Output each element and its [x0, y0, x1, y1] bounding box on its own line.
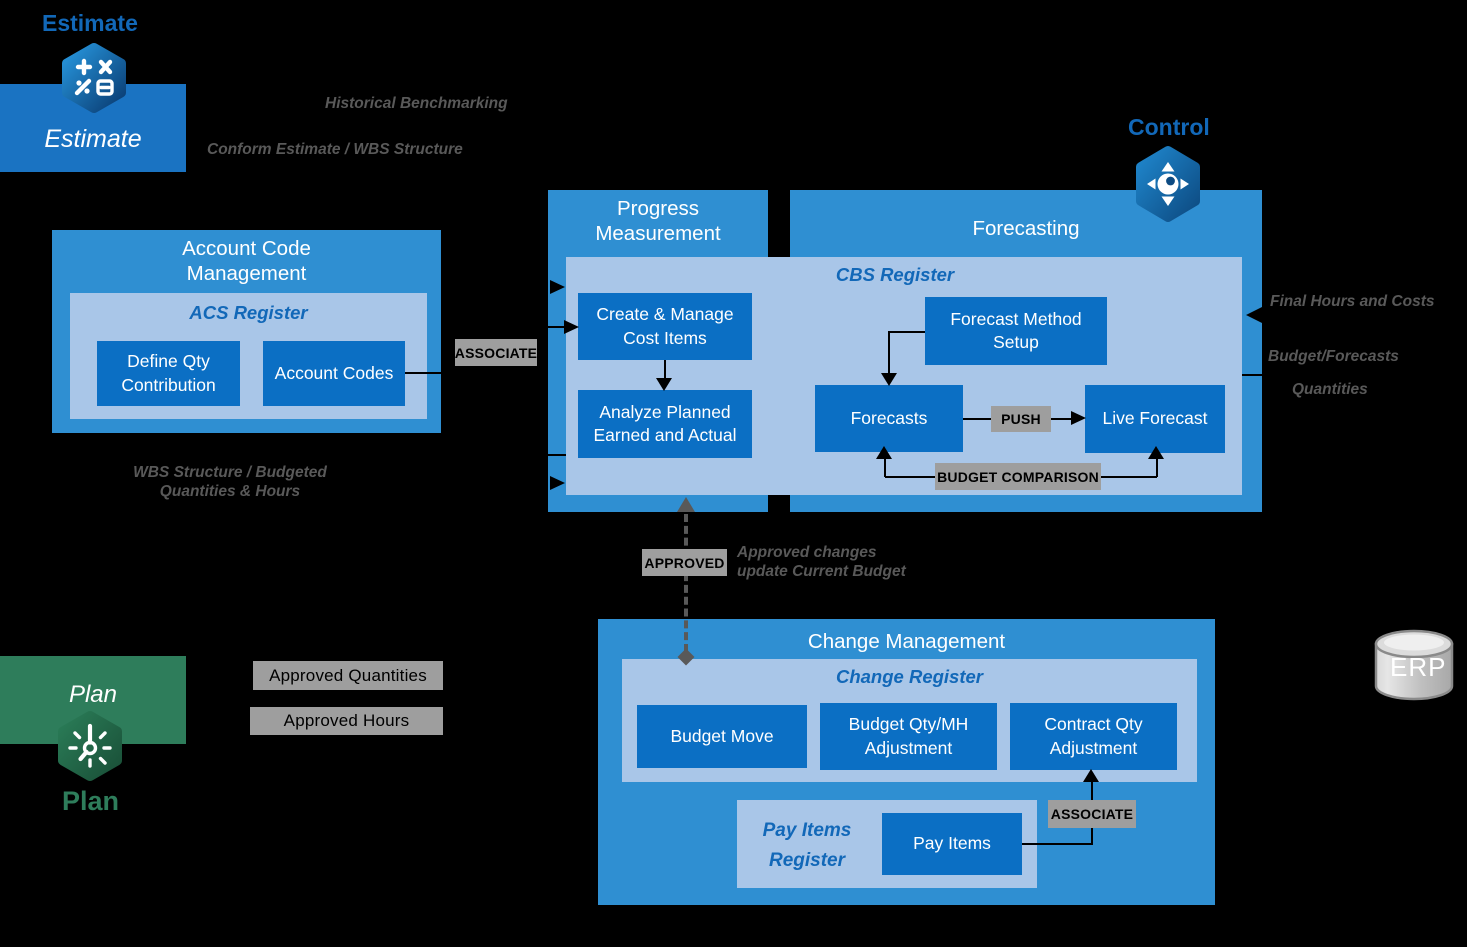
arrow-up-icon	[1083, 769, 1099, 782]
connector-budget-forecasts-stub	[1242, 374, 1262, 376]
connector-push-left-line	[963, 418, 991, 420]
connector-approved-hours-stub	[242, 720, 250, 722]
connector-bc-right-vertical	[1156, 459, 1158, 477]
connector-wbs-stub-line	[548, 454, 566, 456]
define-qty-contribution-box: Define Qty Contribution	[97, 341, 240, 406]
historical-benchmarking-annotation: Historical Benchmarking	[325, 95, 508, 112]
budget-forecasts-annotation: Budget/Forecasts	[1268, 348, 1399, 365]
cbs-register-label: CBS Register	[835, 264, 955, 285]
connector-fms-horizontal	[889, 331, 925, 333]
wbs-structure-annotation: WBS Structure / Budgeted Quantities & Ho…	[133, 464, 327, 500]
erp-label: ERP	[1390, 652, 1447, 682]
associate-label-pay-items: ASSOCIATE	[1048, 800, 1136, 828]
approved-label: APPROVED	[642, 549, 727, 576]
arrow-right-icon	[1071, 411, 1086, 425]
erp-database-icon	[1374, 629, 1454, 701]
arrow-down-icon	[881, 373, 897, 386]
associate-label-account-codes: ASSOCIATE	[455, 339, 537, 366]
arrow-right-icon	[550, 280, 565, 294]
arrow-up-icon	[1148, 446, 1164, 459]
arrow-right-icon	[550, 476, 565, 490]
arrow-left-icon	[1246, 307, 1262, 323]
connector-approved-quantities-stub	[245, 674, 253, 676]
arrow-up-gray-icon	[677, 497, 695, 512]
change-register-label: Change Register	[835, 666, 983, 687]
push-label: PUSH	[991, 406, 1051, 432]
connector-pay-items-horizontal	[1022, 843, 1093, 845]
estimate-banner-label: Estimate	[44, 124, 142, 153]
budget-comparison-label: BUDGET COMPARISON	[935, 463, 1101, 490]
change-management-title: Change Management	[807, 630, 1006, 653]
estimate-heading: Estimate	[42, 10, 138, 36]
forecast-method-setup-box: Forecast Method Setup	[925, 297, 1107, 365]
account-code-management-title: Account Code Management	[182, 237, 311, 285]
acs-register-label: ACS Register	[189, 302, 308, 323]
control-pan-hexagon-icon	[1136, 146, 1200, 222]
approved-changes-annotation: Approved changes update Current Budget	[737, 544, 906, 580]
connector-bc-left-vertical	[884, 459, 886, 477]
connector-fms-vertical	[888, 331, 890, 373]
connector-account-codes-associate	[405, 372, 455, 374]
connector-create-to-analyze-line	[664, 360, 666, 378]
plan-clock-hexagon-icon	[58, 711, 122, 781]
arrow-right-icon	[564, 320, 579, 334]
estimate-calculator-hexagon-icon	[62, 43, 126, 113]
budget-move-box: Budget Move	[637, 705, 807, 768]
approved-hours-label: Approved Hours	[250, 707, 443, 735]
forecasts-box: Forecasts	[815, 385, 963, 452]
quantities-annotation: Quantities	[1292, 381, 1368, 398]
pay-items-box: Pay Items	[882, 813, 1022, 875]
final-hours-annotation: Final Hours and Costs	[1270, 293, 1435, 310]
progress-measurement-title: Progress Measurement	[595, 197, 721, 245]
contract-qty-adjustment-box: Contract Qty Adjustment	[1010, 703, 1177, 770]
connector-push-right-line	[1051, 418, 1071, 420]
arrow-up-icon	[876, 446, 892, 459]
connector-into-create-line	[534, 326, 564, 328]
control-heading: Control	[1128, 114, 1210, 140]
forecasting-title: Forecasting	[972, 217, 1080, 240]
live-forecast-box: Live Forecast	[1085, 385, 1225, 453]
pay-items-register-label: Pay Items Register	[762, 820, 852, 871]
conform-estimate-annotation: Conform Estimate / WBS Structure	[207, 141, 463, 158]
connector-approved-dashed-line	[684, 514, 688, 652]
plan-banner-label: Plan	[68, 681, 118, 708]
budget-qty-mh-adjustment-box: Budget Qty/MH Adjustment	[820, 703, 997, 770]
arrow-down-icon	[656, 378, 672, 391]
analyze-planned-earned-actual-box: Analyze Planned Earned and Actual	[578, 390, 752, 458]
create-manage-cost-items-box: Create & Manage Cost Items	[578, 293, 752, 360]
account-codes-box: Account Codes	[263, 341, 405, 406]
approved-quantities-label: Approved Quantities	[253, 661, 443, 690]
plan-heading: Plan	[62, 786, 120, 816]
